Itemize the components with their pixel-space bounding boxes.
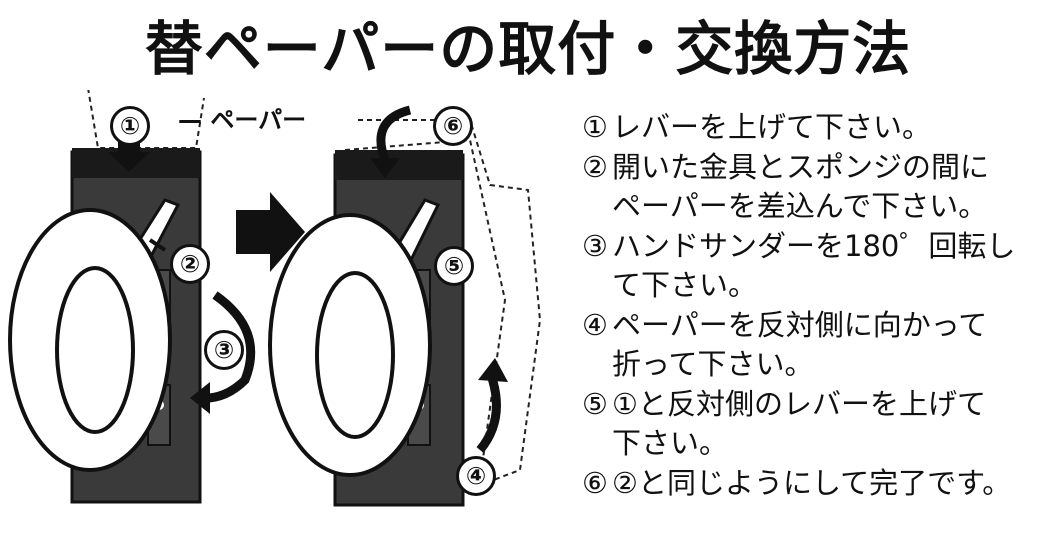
step-5-marker: ⑤ <box>434 246 474 286</box>
instruction-illustration <box>8 90 542 507</box>
step-3-marker: ③ <box>204 330 244 370</box>
step-1-marker: ② <box>170 244 210 284</box>
step-2-marker: ① <box>110 106 150 146</box>
sander-right <box>268 105 542 507</box>
paper-label: — ペーパー <box>178 106 307 134</box>
step-6-marker: ⑥ <box>433 106 473 146</box>
next-arrow-icon <box>236 192 305 272</box>
sander-left <box>8 90 256 504</box>
page-title: 替ペーパーの取付・交換方法 <box>144 15 912 83</box>
step-4-marker: ④ <box>456 456 496 496</box>
